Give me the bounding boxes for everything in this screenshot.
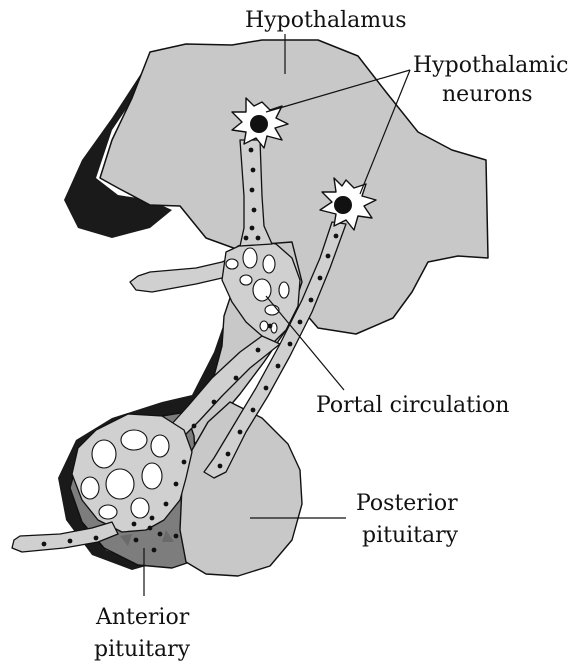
- neuron-2-nucleus: [334, 196, 352, 214]
- label-hypothalamus: Hypothalamus: [245, 8, 407, 33]
- label-posterior-pituitary-line1: Posterior: [356, 491, 458, 516]
- label-hypothalamic-neurons-line2: neurons: [442, 82, 533, 107]
- label-posterior-pituitary-line2: pituitary: [362, 523, 459, 548]
- label-anterior-pituitary-line1: Anterior: [95, 605, 190, 630]
- label-anterior-pituitary-line2: pituitary: [94, 637, 191, 662]
- neuron-1-nucleus: [250, 115, 268, 133]
- label-hypothalamic-neurons-line1: Hypothalamic: [413, 53, 568, 78]
- label-portal-circulation: Portal circulation: [316, 393, 509, 418]
